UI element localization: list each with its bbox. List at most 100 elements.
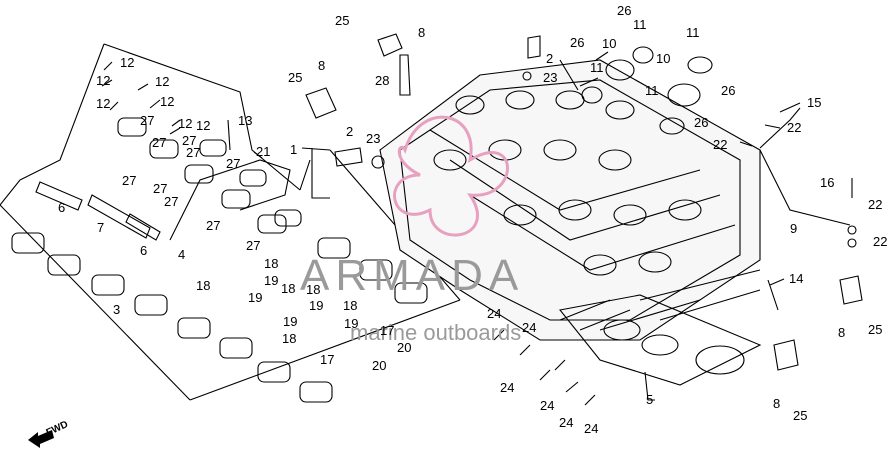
part-label-p25a: 25 [335,13,349,28]
seal-plate-a [35,181,83,211]
part-label-p11b: 11 [633,17,647,32]
banjo-washer [847,225,857,235]
part-label-p26c: 26 [721,83,735,98]
part-label-p5: 5 [646,392,653,407]
part-label-p18f: 18 [282,331,296,346]
part-label-p8a: 8 [418,25,425,40]
part-label-p18b: 18 [196,278,210,293]
part-label-p18c: 18 [281,281,295,296]
exploded-view-drawing [0,33,863,406]
part-label-p25b: 25 [288,70,302,85]
bolt-13 [227,119,231,151]
part-label-p27a: 27 [140,113,154,128]
part-label-p17a: 17 [380,323,394,338]
part-label-p11a: 11 [590,60,604,75]
cap-8-right [839,275,863,305]
part-label-p2b: 2 [346,124,353,139]
part-label-p19a: 19 [264,273,278,288]
head-gasket [558,294,762,386]
part-label-p3: 3 [113,302,120,317]
part-label-p18e: 18 [343,298,357,313]
leader-1 [301,147,331,199]
part-label-p11d: 11 [645,83,659,98]
band-11-d [659,117,685,135]
part-label-p7: 7 [97,220,104,235]
watermark-title: ARMADA [300,251,524,300]
part-label-p24f: 24 [584,421,598,436]
banjo-washer-2 [847,238,857,248]
part-label-p24b: 24 [522,320,536,335]
frame-upper-caps [103,43,301,191]
cap-8-top [377,33,403,57]
leader-5 [644,371,655,401]
part-label-p23a: 23 [543,70,557,85]
cam-holders-upper [117,117,302,234]
spark-plug-28 [399,54,411,96]
part-label-p28: 28 [375,73,389,88]
part-label-p10a: 10 [602,36,616,51]
frame-lower-right [189,299,461,401]
part-label-p18d: 18 [306,282,320,297]
cylinder-head-block [379,59,761,341]
part-label-p26d: 26 [694,115,708,130]
part-label-p8b: 8 [318,58,325,73]
sensor-2-left [334,147,363,167]
part-number-labels: 2582822326112610111011261126152222162292… [58,3,887,436]
part-label-p27d: 27 [186,145,200,160]
part-label-p24e: 24 [559,415,573,430]
part-label-p19b: 19 [248,290,262,305]
part-label-p17b: 17 [320,352,334,367]
band-11-b [687,56,713,74]
part-label-p11c: 11 [686,25,700,40]
fwd-label: FWD [45,419,70,439]
band-11-a [632,46,654,64]
part-label-p25d: 25 [793,408,807,423]
part-label-p19e: 19 [344,316,358,331]
watermark-logo-icon [393,115,509,237]
part-label-p12d: 12 [96,96,110,111]
part-label-p27h: 27 [164,194,178,209]
part-label-p8d: 8 [773,396,780,411]
frame-left-edge [19,43,105,181]
part-label-p12g: 12 [196,118,210,133]
part-label-p20b: 20 [372,358,386,373]
part-label-p27g: 27 [153,181,167,196]
leader-21 [253,151,263,159]
washer-23-left [371,155,385,169]
part-label-p13: 13 [238,113,252,128]
part-label-p8c: 8 [838,325,845,340]
part-label-p12a: 12 [120,55,134,70]
part-label-p10b: 10 [656,51,670,66]
part-label-p6b: 6 [140,243,147,258]
part-label-p21: 21 [256,144,270,159]
part-label-p4: 4 [178,247,185,262]
intake-rubber-a [605,59,635,81]
part-label-p27f: 27 [122,173,136,188]
part-label-p22d: 22 [873,234,887,249]
leaders-15-22 [739,102,801,147]
dowel-pins [493,329,596,406]
part-label-p15: 15 [807,95,821,110]
bolt-14 [767,279,779,311]
watermark: ARMADA marine outboards [300,115,524,345]
part-label-p1: 1 [290,142,297,157]
part-label-p24a: 24 [487,306,501,321]
part-label-p20a: 20 [397,340,411,355]
frame-lower-edge [0,204,191,401]
part-label-p2a: 2 [546,51,553,66]
part-label-p26a: 26 [570,35,584,50]
part-label-p19d: 19 [283,314,297,329]
part-label-p25c: 25 [868,322,882,337]
part-label-p14: 14 [789,271,803,286]
seal-plate-c [125,213,161,241]
washer-23-top [522,71,532,81]
oil-pipe [169,159,291,241]
part-label-p27j: 27 [246,238,260,253]
seal-plate-b [87,194,151,239]
leader-14 [769,278,785,286]
part-label-p27e: 27 [226,156,240,171]
part-label-p22c: 22 [868,197,882,212]
part-label-p19c: 19 [309,298,323,313]
part-label-p22a: 22 [787,120,801,135]
